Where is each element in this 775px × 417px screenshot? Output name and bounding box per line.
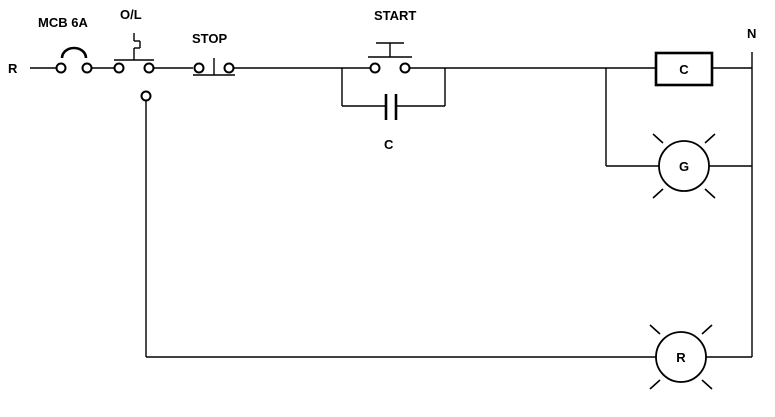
green-lamp-branch-wires bbox=[605, 68, 752, 167]
green-lamp bbox=[652, 133, 716, 199]
red-lamp-branch-wires bbox=[145, 101, 752, 358]
stop-label: STOP bbox=[192, 31, 227, 46]
contactor-coil bbox=[654, 51, 714, 87]
neutral-label: N bbox=[747, 26, 756, 41]
stop-button bbox=[193, 58, 235, 76]
holding-contact-label: C bbox=[384, 137, 394, 152]
green-lamp-label: G bbox=[679, 159, 689, 174]
start-label: START bbox=[374, 8, 416, 23]
mcb-label: MCB 6A bbox=[38, 15, 88, 30]
overload-label: O/L bbox=[120, 7, 142, 22]
red-lamp-label: R bbox=[676, 350, 686, 365]
holding-contact bbox=[341, 68, 446, 120]
contactor-coil-label: C bbox=[679, 62, 689, 77]
line-label: R bbox=[8, 61, 18, 76]
start-button bbox=[342, 42, 445, 74]
overload-contact bbox=[113, 33, 155, 102]
mcb-breaker bbox=[55, 46, 93, 74]
red-lamp bbox=[649, 324, 713, 390]
